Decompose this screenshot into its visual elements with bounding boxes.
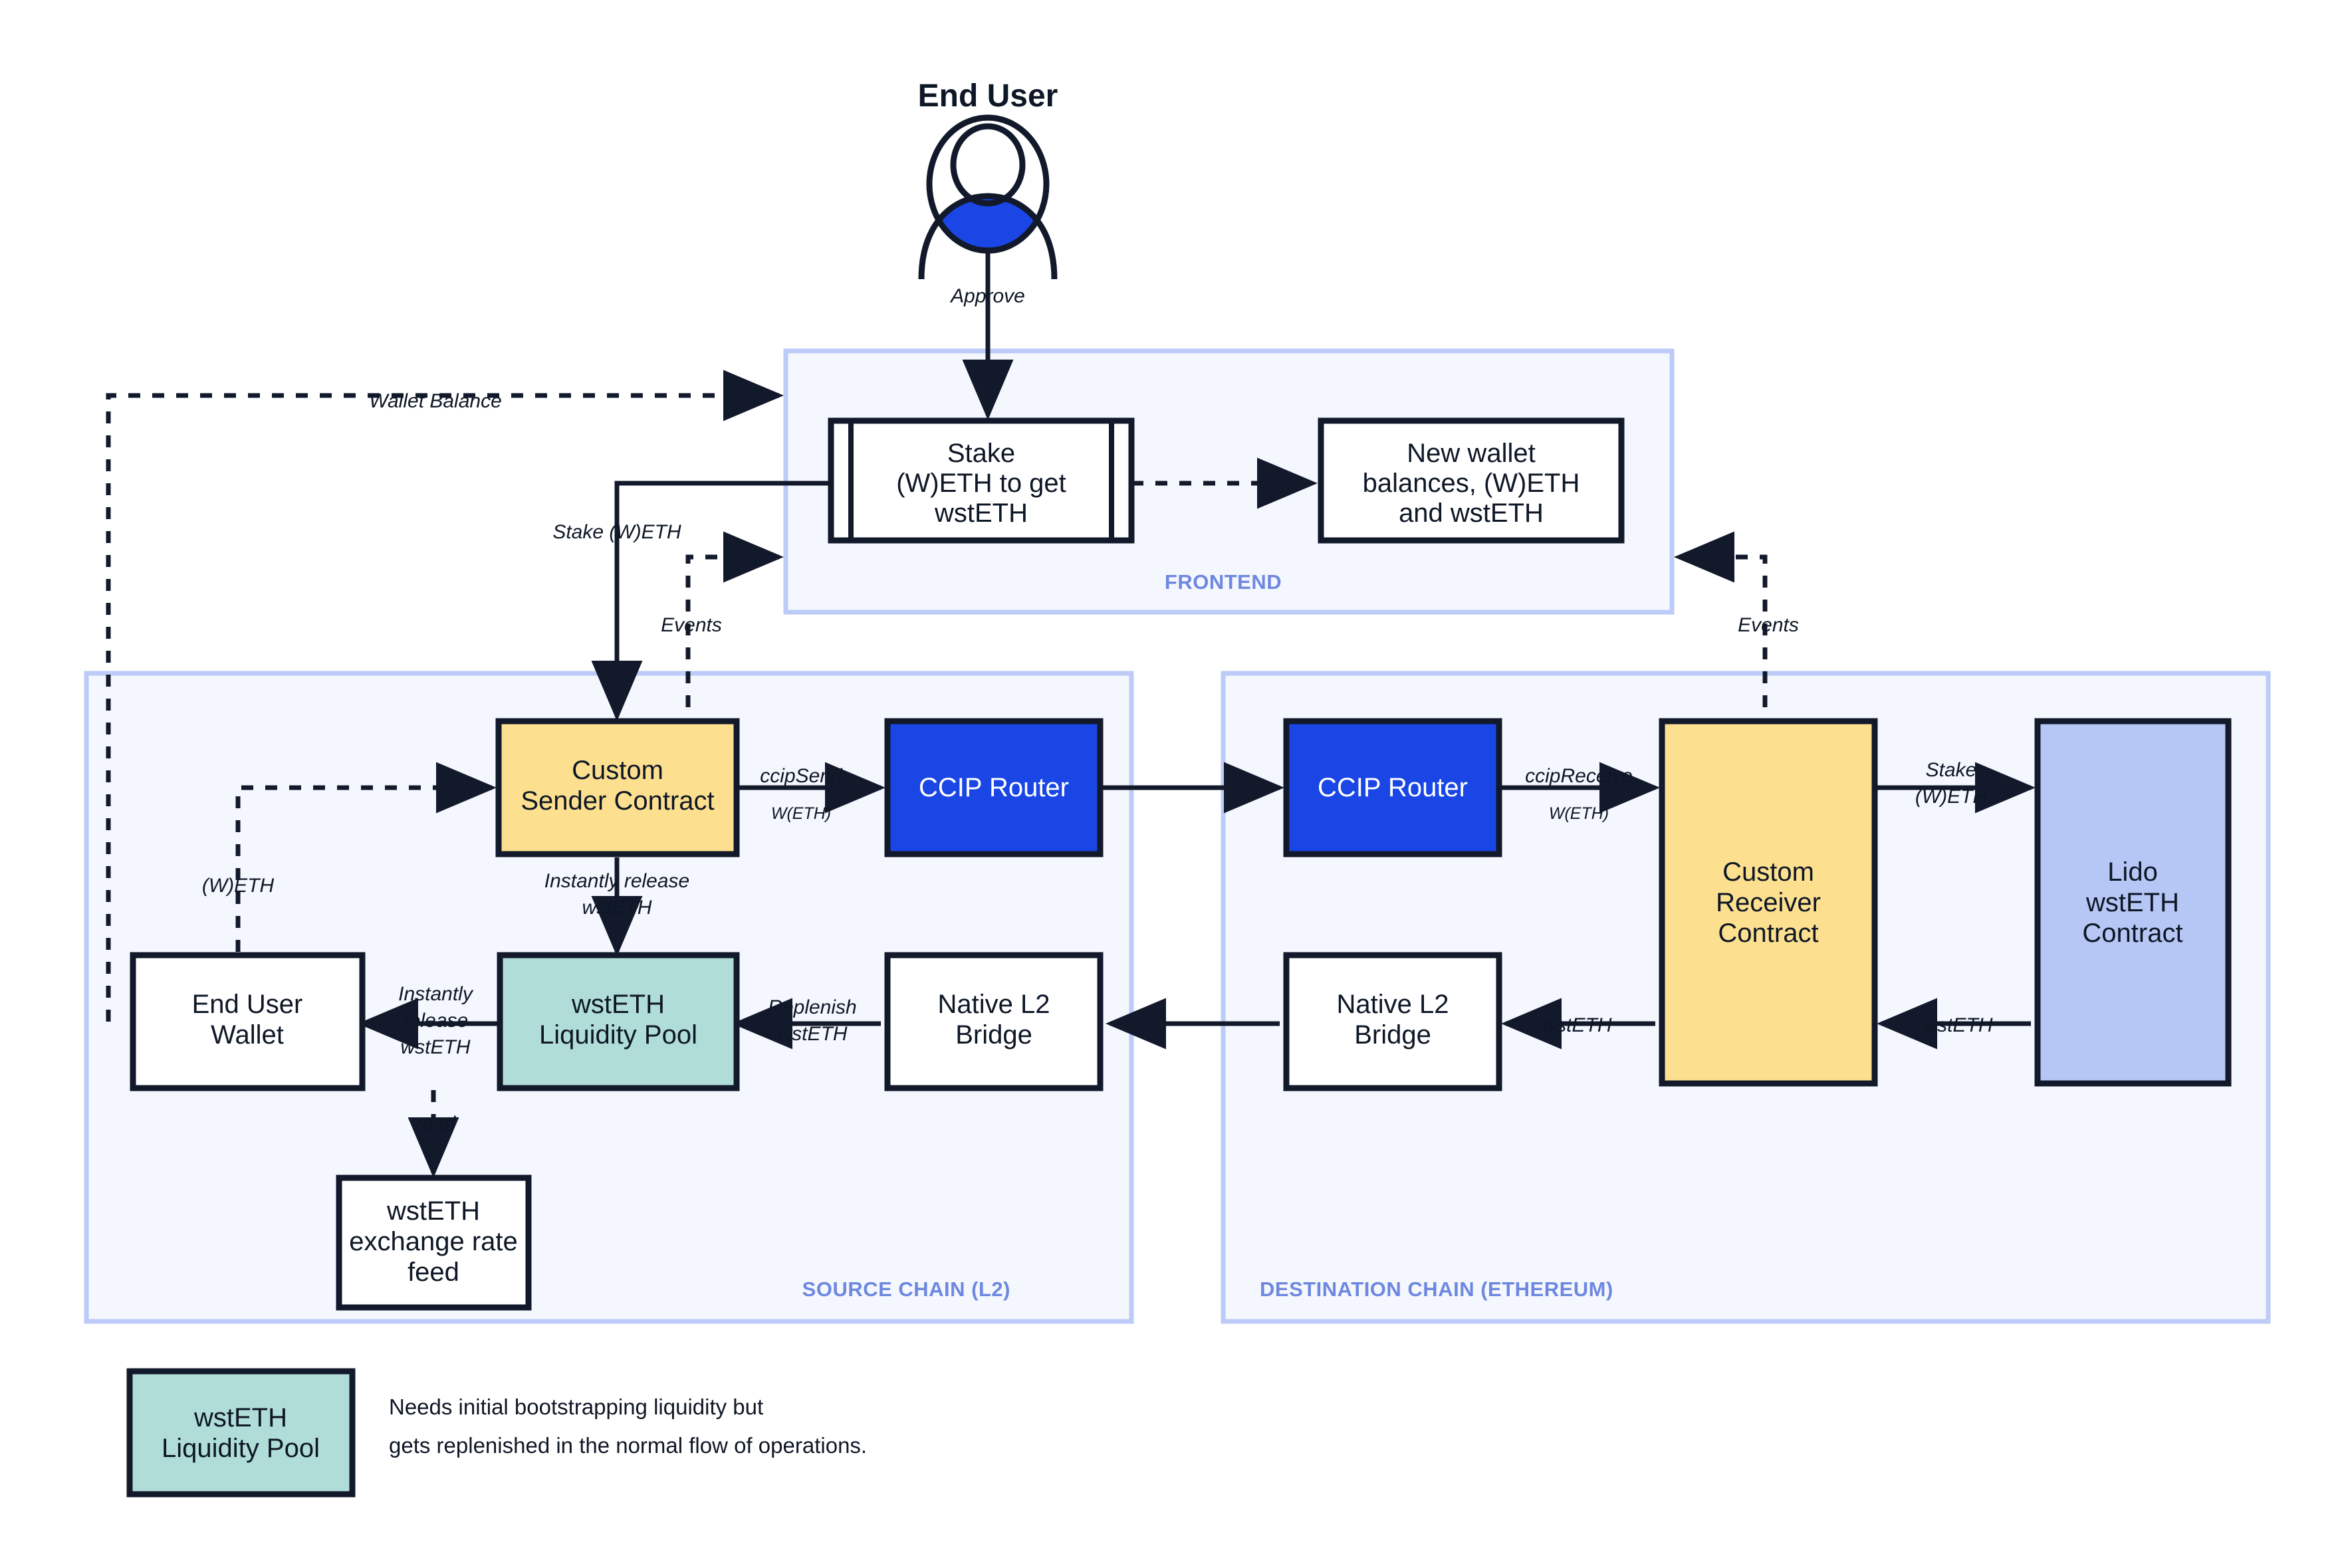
svg-text:balances, (W)ETH: balances, (W)ETH [1363,469,1580,498]
edge-label-wallet-balance: Wallet Balance [369,390,502,412]
edge-label-events-destination: Events [1738,614,1799,636]
edge-wallet-balance [106,370,784,1022]
edge-sublabel-ccip-receive: W(ETH) [1549,804,1609,823]
svg-text:Bridge: Bridge [1354,1020,1431,1050]
edge-label-release-wallet: Instantly release wstETH [398,983,474,1058]
svg-text:Bridge: Bridge [955,1020,1032,1050]
node-new-wallet-balances[interactable] [1318,417,1625,544]
node-ccip-router-source[interactable] [884,718,1104,857]
edge-label-replenish: Replenish wstETH [768,996,856,1045]
node-native-l2-bridge-destination[interactable] [1283,952,1502,1091]
svg-text:Contract: Contract [1718,919,1818,948]
svg-text:Stake: Stake [1926,759,1977,781]
node-label-native-l2-bridge-source: Native L2 Bridge [938,990,1050,1050]
svg-text:Liquidity Pool: Liquidity Pool [539,1020,697,1050]
node-native-l2-bridge-source[interactable] [884,952,1104,1091]
svg-text:wstETH: wstETH [778,1023,848,1045]
edge-events-destination [1674,531,1768,731]
svg-text:Liquidity Pool: Liquidity Pool [162,1434,320,1463]
svg-text:Custom: Custom [1722,857,1814,887]
legend-swatch-wsteth-pool [126,1368,356,1498]
edge-weth-to-sender [235,762,497,952]
svg-text:Custom: Custom [572,756,663,785]
node-label-custom-receiver-contract: Custom Receiver Contract [1716,857,1821,948]
svg-text:exchange rate: exchange rate [349,1227,518,1256]
svg-text:Instantly: Instantly [398,983,474,1005]
legend-swatch-label: wstETH Liquidity Pool [162,1403,320,1463]
edge-label-wsteth-lido-receiver: wstETH [1923,1014,1993,1036]
svg-text:Wallet: Wallet [211,1020,284,1050]
edge-label-stake-weth-lido: Stake (W)ETH [1915,759,1988,808]
edge-stake-weth [591,481,831,721]
node-label-custom-sender-contract: Custom Sender Contract [521,756,714,816]
node-label-ccip-router-source: CCIP Router [919,773,1069,802]
svg-text:feed: feed [408,1258,459,1287]
node-lido-wsteth-contract[interactable] [2034,718,2232,1087]
svg-text:and wstETH: and wstETH [1399,499,1544,528]
node-label-ccip-router-destination: CCIP Router [1318,773,1468,802]
svg-text:End User: End User [192,990,303,1019]
node-label-wsteth-exchange-rate-feed: wstETH exchange rate feed [349,1196,518,1287]
node-wsteth-liquidity-pool[interactable] [497,952,740,1091]
node-custom-sender-contract[interactable] [495,718,740,857]
edge-label-weth-to-sender: (W)ETH [202,875,275,897]
svg-text:Native L2: Native L2 [1337,990,1449,1019]
svg-text:New wallet: New wallet [1407,439,1535,468]
svg-text:wstETH: wstETH [571,990,665,1019]
edge-label-ccip-receive: ccipReceive [1525,765,1633,787]
node-label-end-user-wallet: End User Wallet [192,990,303,1050]
edge-label-instant-release-pool: Instantly release wstETH [544,870,689,919]
edge-label-wsteth-bridge: wstETH [1542,1014,1612,1036]
svg-text:wstETH: wstETH [2085,888,2179,917]
node-label-native-l2-bridge-destination: Native L2 Bridge [1337,990,1449,1050]
node-ccip-router-destination[interactable] [1283,718,1502,857]
edge-label-approve: Approve [949,285,1025,307]
edge-label-events-source: Events [661,614,722,636]
svg-text:wstETH: wstETH [582,897,652,919]
svg-text:Contract: Contract [2082,919,2182,948]
end-user-avatar [918,114,1058,280]
edge-sublabel-ccip-send: W(ETH) [771,804,831,823]
svg-text:Receiver: Receiver [1716,888,1821,917]
svg-text:(W)ETH to get: (W)ETH to get [896,469,1066,498]
svg-text:Native L2: Native L2 [938,990,1050,1019]
actor-title: End User [918,78,1058,114]
svg-text:wstETH: wstETH [386,1196,480,1226]
legend-note-line1: Needs initial bootstrapping liquidity bu… [389,1395,763,1419]
node-stake-ui[interactable] [828,417,1135,544]
svg-text:release: release [403,1010,468,1032]
edge-events-source [685,531,784,731]
edge-label-ccip-send: ccipSend [760,765,843,787]
zone-label-source-chain: SOURCE CHAIN (L2) [802,1278,1010,1301]
svg-text:Instantly release: Instantly release [544,870,689,892]
node-custom-receiver-contract[interactable] [1659,718,1878,1087]
svg-text:wstETH: wstETH [934,499,1028,528]
svg-text:wstETH: wstETH [193,1403,287,1432]
node-end-user-wallet[interactable] [130,952,366,1091]
node-wsteth-exchange-rate-feed[interactable] [336,1175,532,1311]
svg-text:wstETH: wstETH [401,1036,471,1058]
legend-note-line2: gets replenished in the normal flow of o… [389,1433,867,1458]
node-label-new-wallet-balances: New wallet balances, (W)ETH and wstETH [1363,439,1580,528]
node-label-stake-ui: Stake (W)ETH to get wstETH [896,439,1066,528]
node-label-lido-wsteth-contract: Lido wstETH Contract [2082,857,2182,948]
svg-text:Lido: Lido [2107,857,2158,887]
svg-text:Stake: Stake [947,439,1015,468]
edge-label-stake-weth: Stake (W)ETH [552,521,681,543]
zone-label-frontend: FRONTEND [1165,570,1282,594]
node-label-wsteth-liquidity-pool: wstETH Liquidity Pool [539,990,697,1050]
svg-text:Sender Contract: Sender Contract [521,786,714,816]
svg-text:(W)ETH: (W)ETH [1915,786,1988,808]
svg-text:Replenish: Replenish [768,996,856,1018]
edge-label-read: read [415,1113,456,1135]
zone-label-destination-chain: DESTINATION CHAIN (ETHEREUM) [1260,1278,1613,1301]
